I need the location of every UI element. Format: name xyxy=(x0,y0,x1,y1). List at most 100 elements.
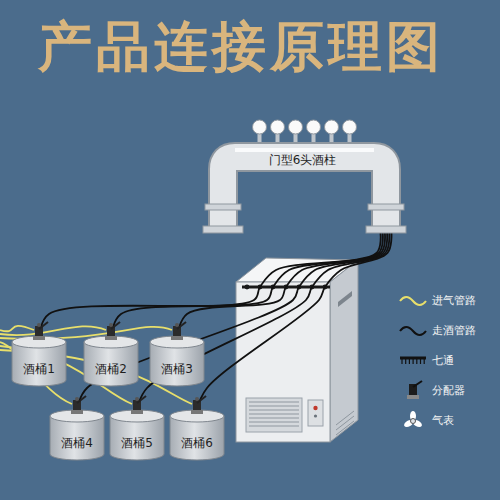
legend-row: 分配器 xyxy=(398,376,476,406)
keg-top xyxy=(50,410,104,422)
coupler xyxy=(33,322,48,340)
faucet-knob xyxy=(253,120,267,134)
coupler-collar xyxy=(105,336,117,340)
coupler-cap xyxy=(175,323,179,327)
coupler xyxy=(131,396,146,414)
legend-label: 走酒管路 xyxy=(432,324,476,338)
beer-line xyxy=(137,233,389,410)
pipe-base xyxy=(366,226,406,233)
node-label: 酒桶4 xyxy=(61,436,93,451)
keg-body xyxy=(150,342,204,386)
manifold-port xyxy=(409,359,410,364)
keg: 酒桶6 xyxy=(170,410,224,460)
coupler-collar xyxy=(407,395,419,399)
legend-row: 气表 xyxy=(398,406,476,436)
legend-swatch xyxy=(398,350,428,372)
node-shape xyxy=(170,410,224,460)
beer-tower: 门型6头酒柱 xyxy=(195,118,410,233)
keg-body xyxy=(84,342,138,386)
beer-line xyxy=(197,233,392,410)
keg-top xyxy=(110,410,164,422)
faucet-knob xyxy=(343,120,357,134)
vent-slot xyxy=(249,414,299,415)
keg: 酒桶3 xyxy=(150,336,204,386)
coupler-cap xyxy=(37,323,41,327)
vent-slot xyxy=(249,422,299,423)
coupler-collar xyxy=(191,410,203,414)
diagram-title: 产品连接原理图 xyxy=(38,14,444,78)
coupler-cap xyxy=(135,397,139,401)
coupler-collar xyxy=(71,410,83,414)
node-shape xyxy=(84,336,138,386)
coupler-collar xyxy=(131,410,143,414)
legend-label: 分配器 xyxy=(432,384,465,398)
node-shape xyxy=(150,336,204,386)
beer-line xyxy=(177,233,385,336)
manifold-port xyxy=(416,359,417,364)
vent-slot xyxy=(249,426,299,427)
legend-row: 七通 xyxy=(398,346,476,376)
node-shape xyxy=(50,410,104,460)
pipe-flange xyxy=(368,204,404,210)
legend: 进气管路走酒管路七通分配器气表 xyxy=(398,286,476,436)
keg-top xyxy=(150,336,204,348)
gauge-vane xyxy=(403,418,415,428)
node-shape xyxy=(12,336,66,386)
keg: 酒桶5 xyxy=(110,410,164,460)
coupler-cap xyxy=(195,397,199,401)
legend-label: 气表 xyxy=(432,414,454,428)
keg-top xyxy=(84,336,138,348)
faucet-knob xyxy=(271,120,285,134)
legend-row: 走酒管路 xyxy=(398,316,476,346)
pipe-flange xyxy=(205,204,241,210)
coupler xyxy=(171,322,186,340)
node-label: 酒桶2 xyxy=(95,362,127,377)
side-vent xyxy=(336,421,354,435)
keg-top xyxy=(12,336,66,348)
cooler-side xyxy=(330,260,358,442)
legend-swatch xyxy=(398,290,428,312)
control-panel xyxy=(308,400,323,426)
node-label: 酒桶6 xyxy=(181,436,213,451)
node-shape xyxy=(195,118,410,233)
legend-swatch xyxy=(398,380,428,402)
keg: 酒桶2 xyxy=(84,336,138,386)
gas-line xyxy=(0,326,34,331)
brand-plate xyxy=(338,291,352,307)
legend-swatch xyxy=(398,410,428,432)
power-light xyxy=(313,406,317,410)
manifold-port xyxy=(420,359,421,364)
coupler-cap xyxy=(109,323,113,327)
beer-line xyxy=(39,233,381,336)
coupler xyxy=(71,396,86,414)
line-sample xyxy=(400,297,426,305)
vent-slot xyxy=(249,418,299,419)
coupler xyxy=(105,322,120,340)
keg-body xyxy=(12,342,66,386)
beer-line xyxy=(77,233,387,410)
vent-slot xyxy=(249,402,299,403)
node-label: 酒桶5 xyxy=(121,436,153,451)
coupler-lever xyxy=(413,381,422,387)
faucet-knob xyxy=(289,120,303,134)
keg-top xyxy=(170,410,224,422)
control-knob xyxy=(314,414,317,417)
keg-body xyxy=(110,416,164,460)
node-label: 酒桶3 xyxy=(161,362,193,377)
beer-line xyxy=(111,233,383,336)
coupler xyxy=(191,396,206,414)
legend-label: 七通 xyxy=(432,354,454,368)
gas-line xyxy=(0,326,106,335)
legend-row: 进气管路 xyxy=(398,286,476,316)
keg: 酒桶1 xyxy=(12,336,66,386)
line-sample xyxy=(400,327,426,335)
gauge-sample xyxy=(403,411,423,429)
coupler-collar xyxy=(171,336,183,340)
tower-pipe xyxy=(223,157,386,226)
cooler-vent xyxy=(246,398,302,432)
manifold-port xyxy=(245,285,250,290)
node-label: 门型6头酒柱 xyxy=(269,153,337,168)
gauge-vane xyxy=(412,418,424,428)
coupler-cap xyxy=(75,397,79,401)
